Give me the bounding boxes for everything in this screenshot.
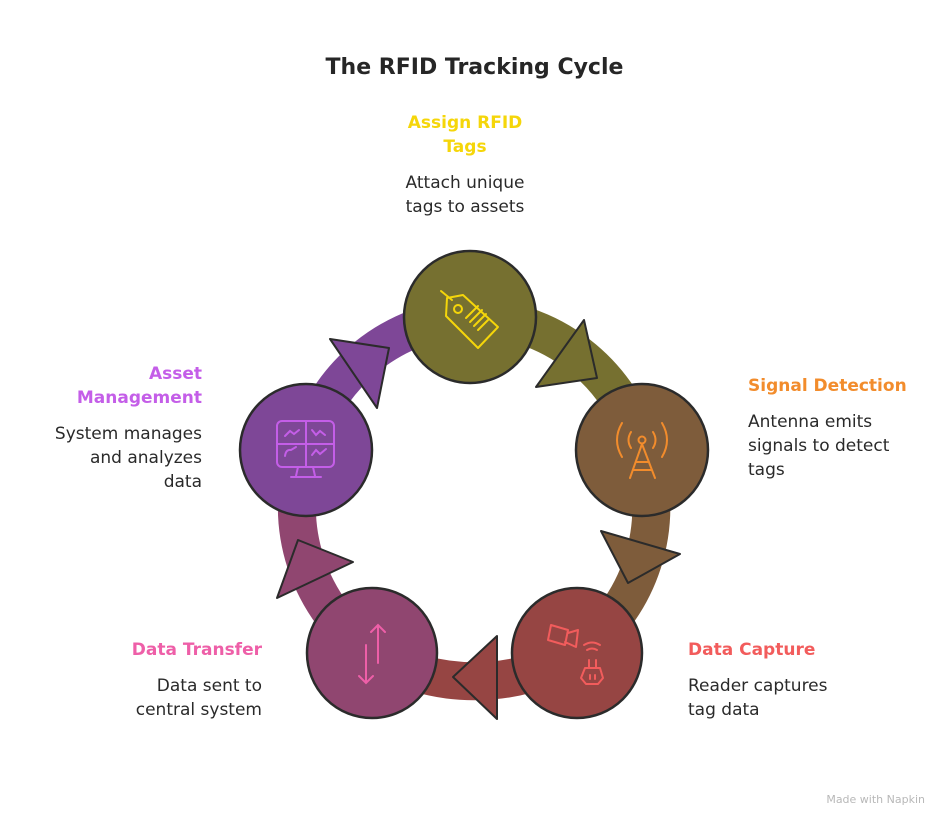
dashboard-monitor-icon [276, 420, 335, 478]
step-signal-detection: Signal Detection Antenna emits signals to… [748, 374, 907, 482]
arrowhead-2 [600, 530, 681, 584]
step-description: Attach unique tags to assets [365, 171, 565, 219]
napkin-watermark: Made with Napkin [826, 793, 925, 806]
desc-line: and analyzes [89, 448, 202, 468]
diagram-title: The RFID Tracking Cycle [325, 55, 624, 80]
desc-line: tags to assets [405, 197, 525, 217]
step-description: Data sent to central system [132, 674, 262, 722]
step-title: Data Capture [688, 640, 816, 660]
step-title: Assign RFID Tags [365, 111, 565, 159]
desc-line: Reader captures [688, 676, 828, 696]
antenna-icon [616, 422, 668, 479]
step-title: Data Transfer [131, 640, 262, 660]
step-title-line: Management [76, 388, 202, 408]
step-description: System manages and analyzes data [55, 422, 202, 494]
step-data-transfer: Data Transfer Data sent to central system [132, 638, 262, 722]
tag-icon [440, 290, 499, 349]
step-description: Reader captures tag data [688, 674, 828, 722]
arrowhead-1 [535, 319, 598, 388]
step-circle-capture [510, 586, 644, 720]
desc-line: Attach unique [405, 173, 525, 193]
desc-line: tags [748, 460, 785, 480]
desc-line: data [163, 472, 202, 492]
step-circle-signal [574, 382, 710, 518]
desc-line: Antenna emits [748, 412, 873, 432]
step-title-line: Assign RFID [407, 113, 523, 133]
step-circle-assign [402, 249, 538, 385]
arrowhead-5 [329, 338, 390, 409]
step-circle-transfer [305, 586, 439, 720]
step-assign-rfid-tags: Assign RFID Tags Attach unique tags to ass… [365, 111, 565, 219]
desc-line: Data sent to [156, 676, 262, 696]
desc-line: signals to detect [748, 436, 890, 456]
arrows-up-down-icon [358, 623, 386, 685]
step-description: Antenna emits signals to detect tags [748, 410, 907, 482]
arrowhead-4 [276, 539, 354, 599]
step-data-capture: Data Capture Reader captures tag data [688, 638, 828, 722]
step-title-line: Tags [443, 137, 487, 157]
step-title-line: Asset [148, 364, 202, 384]
camera-basket-icon [547, 624, 604, 685]
desc-line: tag data [688, 700, 760, 720]
step-title: Signal Detection [748, 376, 907, 396]
arrowhead-3 [452, 635, 498, 720]
desc-line: central system [135, 700, 262, 720]
desc-line: System manages [54, 424, 202, 444]
